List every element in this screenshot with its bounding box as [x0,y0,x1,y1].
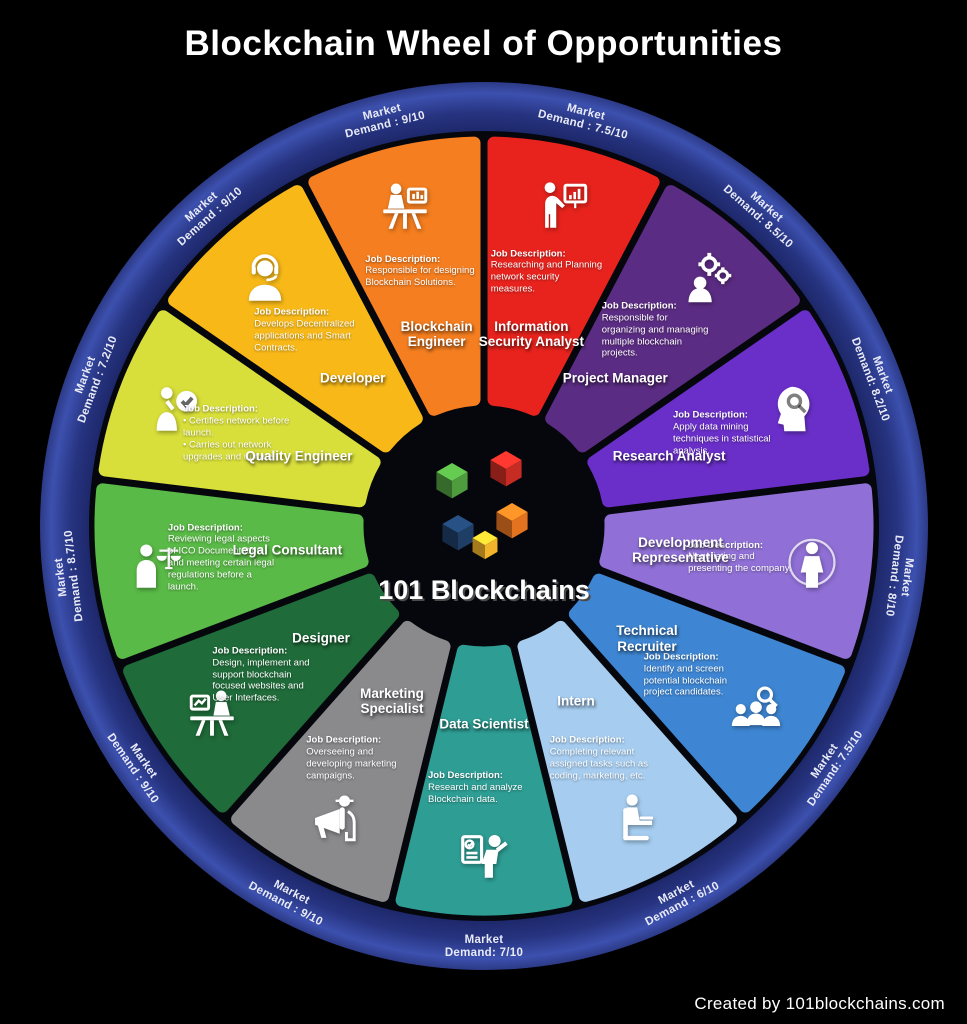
segment-wedge-information-security-analyst [487,136,660,416]
logo-cube-face [506,460,522,487]
logo-cube-face [436,463,468,481]
segment-wedge-project-manager [545,185,800,453]
brand-name: 101 Blockchains [378,575,590,605]
logo-cube-face [490,460,506,487]
segment-wedges [94,136,874,916]
segment-wedge-development-representative [599,483,874,659]
logo-cube-face [485,538,498,560]
segment-wedge-blockchain-engineer [308,136,481,416]
footer-credit: Created by 101blockchains.com [694,994,945,1013]
segment-wedge-technical-recruiter [568,573,845,813]
logo-cube-face [452,472,468,499]
logo-cube-face [472,538,485,560]
segment-wedge-intern [517,620,737,902]
logo-cube-face [512,512,528,539]
segment-wedge-marketing-specialist [231,620,451,902]
logo-cube-face [458,524,474,551]
segment-wedge-designer [123,573,400,813]
logo-cube-face [442,515,474,533]
segment-wedge-quality-engineer [98,310,381,508]
page-title: Blockchain Wheel of Opportunities [184,24,783,63]
logo-cube-face [442,524,458,551]
logo-cube-face [496,512,512,539]
logo-cube-face [436,472,452,499]
segment-wedge-developer [168,185,423,453]
segment-wedge-data-scientist [395,644,573,916]
brand-logo-cubes-icon [436,451,528,560]
segment-wedge-legal-consultant [94,483,369,659]
brand-name-shadow: 101 Blockchains [380,577,592,607]
logo-cube-face [472,530,498,546]
segment-wedge-research-analyst [587,310,870,508]
